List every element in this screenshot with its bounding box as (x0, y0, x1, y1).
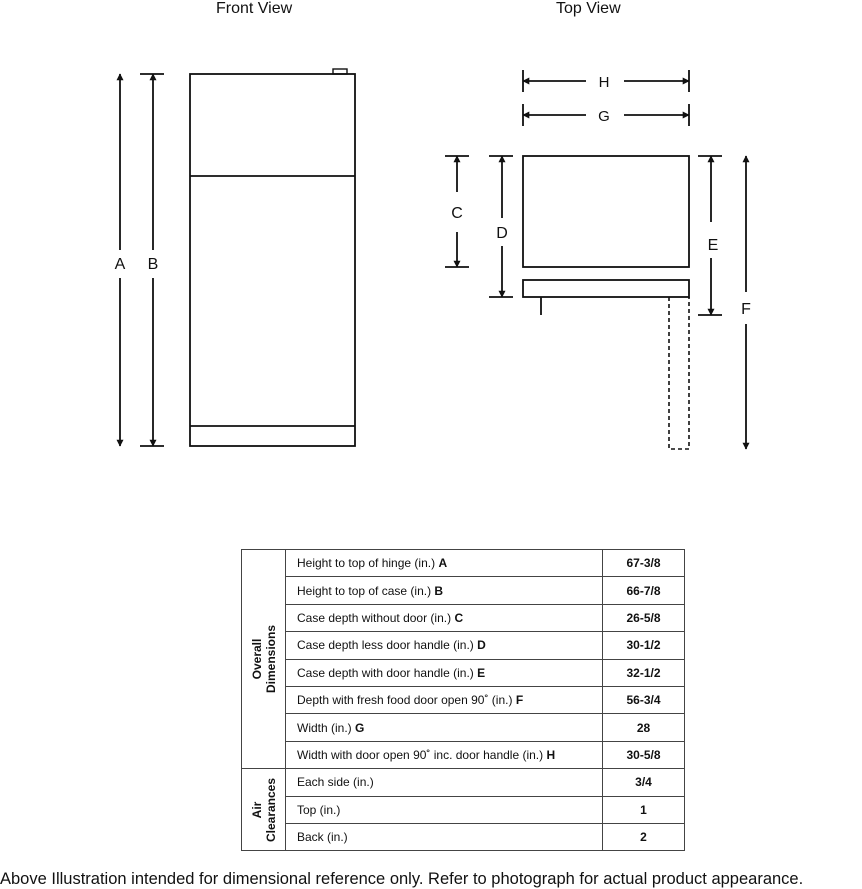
row-label: Each side (in.) (285, 768, 603, 797)
table-row: Air Clearances Each side (in.) 3/4 (241, 768, 685, 852)
table-row: Width with door open 90˚ inc. door handl… (242, 740, 685, 770)
dimension-b (140, 73, 164, 447)
group-overall-dimensions: Overall Dimensions (241, 548, 286, 770)
dimension-g (522, 104, 690, 126)
dimension-a-label: A (115, 256, 126, 273)
dimension-diagram: A B H G C (115, 68, 751, 450)
dimensions-table: Overall Dimensions Height to top of hing… (241, 548, 685, 852)
top-view-title: Top View (556, 0, 621, 17)
row-value: 3/4 (602, 768, 685, 797)
row-value: 30-5/8 (602, 740, 685, 770)
table-row: Overall Dimensions Height to top of hing… (241, 548, 685, 770)
dimension-f-label: F (741, 301, 751, 318)
row-value: 28 (602, 713, 685, 742)
row-label: Depth with fresh food door open 90˚ (in.… (285, 685, 603, 715)
front-view-title: Front View (216, 0, 293, 17)
dimension-h (522, 70, 690, 92)
front-view-drawing (189, 68, 356, 447)
table-row: Depth with fresh food door open 90˚ (in.… (242, 685, 685, 715)
row-label: Top (in.) (285, 795, 603, 824)
row-label: Height to top of hinge (in.) A (285, 548, 603, 578)
row-value: 66-7/8 (602, 576, 685, 605)
dimension-d (489, 155, 513, 298)
hinge-cap (332, 68, 348, 75)
row-value: 30-1/2 (602, 631, 685, 660)
row-value: 56-3/4 (602, 685, 685, 715)
row-value: 67-3/8 (602, 548, 685, 578)
group-label: Air Clearances (249, 777, 278, 842)
door-top-outline (522, 279, 690, 298)
dimension-h-label: H (599, 74, 610, 91)
row-label: Width (in.) G (285, 713, 603, 742)
row-value: 26-5/8 (602, 603, 685, 633)
row-label: Back (in.) (285, 822, 603, 852)
row-label: Case depth without door (in.) C (285, 603, 603, 633)
dimension-c (445, 155, 469, 268)
dimension-g-label: G (598, 108, 610, 125)
row-value: 2 (602, 822, 685, 852)
row-label: Case depth with door handle (in.) E (285, 658, 603, 687)
table-row: Back (in.) 2 (242, 822, 685, 852)
table-row: Width (in.) G 28 (242, 713, 685, 742)
row-label: Case depth less door handle (in.) D (285, 631, 603, 660)
group-air-clearances: Air Clearances (241, 768, 286, 852)
fridge-front-outline (189, 73, 356, 447)
row-value: 32-1/2 (602, 658, 685, 687)
dimension-e (698, 155, 722, 316)
table-row: Case depth without door (in.) C 26-5/8 (242, 603, 685, 633)
open-door-dashed-outline (668, 297, 690, 450)
fridge-case-top-outline (522, 155, 690, 268)
table-row: Top (in.) 1 (242, 795, 685, 824)
dimension-b-label: B (148, 256, 159, 273)
dimension-d-label: D (496, 225, 508, 242)
table-row: Case depth less door handle (in.) D 30-1… (242, 631, 685, 660)
dimension-e-label: E (708, 237, 719, 254)
row-label: Height to top of case (in.) B (285, 576, 603, 605)
table-row: Case depth with door handle (in.) E 32-1… (242, 658, 685, 687)
table-row: Height to top of case (in.) B 66-7/8 (242, 576, 685, 605)
row-value: 1 (602, 795, 685, 824)
group-label: Overall Dimensions (249, 625, 278, 694)
top-view-drawing (522, 155, 690, 450)
row-label: Width with door open 90˚ inc. door handl… (285, 740, 603, 770)
dimension-c-label: C (451, 205, 463, 222)
footnote: Above Illustration intended for dimensio… (0, 870, 804, 888)
